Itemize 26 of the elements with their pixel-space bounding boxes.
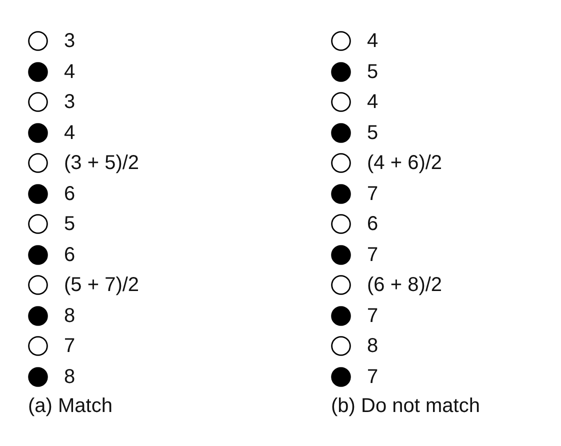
number-label: (5 + 7)/2 [64, 274, 140, 296]
number-label: 4 [64, 60, 76, 82]
number-label: 3 [64, 30, 76, 52]
number-label: 5 [367, 122, 378, 144]
number-label: 4 [367, 91, 378, 113]
number-label: 4 [367, 30, 378, 52]
number-label: 6 [64, 182, 76, 204]
panel-caption: (b) Do not match [331, 395, 480, 417]
number-label: 6 [367, 213, 378, 235]
number-label: 7 [64, 335, 76, 357]
number-label: 6 [64, 244, 76, 266]
number-label: 5 [64, 213, 76, 235]
number-label: 8 [64, 304, 76, 326]
number-label: 8 [64, 366, 76, 388]
number-label: 5 [367, 60, 378, 82]
number-label: 7 [367, 182, 378, 204]
number-label: (6 + 8)/2 [367, 274, 442, 296]
number-label: 8 [367, 335, 378, 357]
number-label: (3 + 5)/2 [64, 152, 140, 174]
number-label: 4 [64, 122, 76, 144]
number-label: 7 [367, 244, 378, 266]
number-label: 7 [367, 304, 378, 326]
number-label: 3 [64, 91, 76, 113]
panel-caption: (a) Match [28, 395, 112, 417]
number-label: 7 [367, 366, 378, 388]
number-label: (4 + 6)/2 [367, 152, 442, 174]
